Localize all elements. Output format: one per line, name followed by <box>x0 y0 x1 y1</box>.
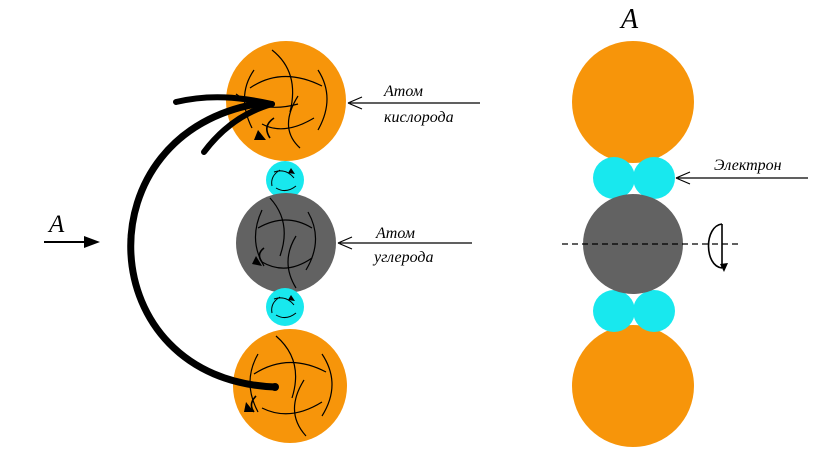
oxygen-atom-bottom-right <box>572 325 694 447</box>
oxygen-atom-bottom <box>233 329 347 443</box>
rotation-axis-icon <box>707 223 728 272</box>
carbon-label-line2: углерода <box>372 249 434 266</box>
curved-rotation-arrow <box>127 94 279 391</box>
right-molecule: A Электрон <box>562 4 808 447</box>
electron-bottom-left <box>593 290 635 332</box>
oxygen-atom-top <box>226 41 346 161</box>
electron-top-left <box>593 157 635 199</box>
oxygen-atom-top-right <box>572 41 694 163</box>
electron-pair-top <box>266 161 304 199</box>
electron-pair-bottom <box>266 288 304 326</box>
carbon-label-line1: Атом <box>375 225 415 242</box>
view-title: A <box>619 4 639 35</box>
view-direction-arrow: A <box>44 211 100 248</box>
carbon-atom <box>236 193 336 293</box>
electron-label: Электрон <box>714 157 782 174</box>
view-arrow-label: A <box>47 211 65 238</box>
left-molecule: A Атом кислорода Атом углерода <box>44 41 480 443</box>
oxygen-label-line2: кислорода <box>384 109 454 126</box>
carbon-callout: Атом углерода <box>337 225 472 266</box>
electron-top-right <box>633 157 675 199</box>
oxygen-callout: Атом кислорода <box>347 83 480 126</box>
electron-callout: Электрон <box>675 157 808 185</box>
oxygen-label-line1: Атом <box>383 83 423 100</box>
electron-bottom-right <box>633 290 675 332</box>
